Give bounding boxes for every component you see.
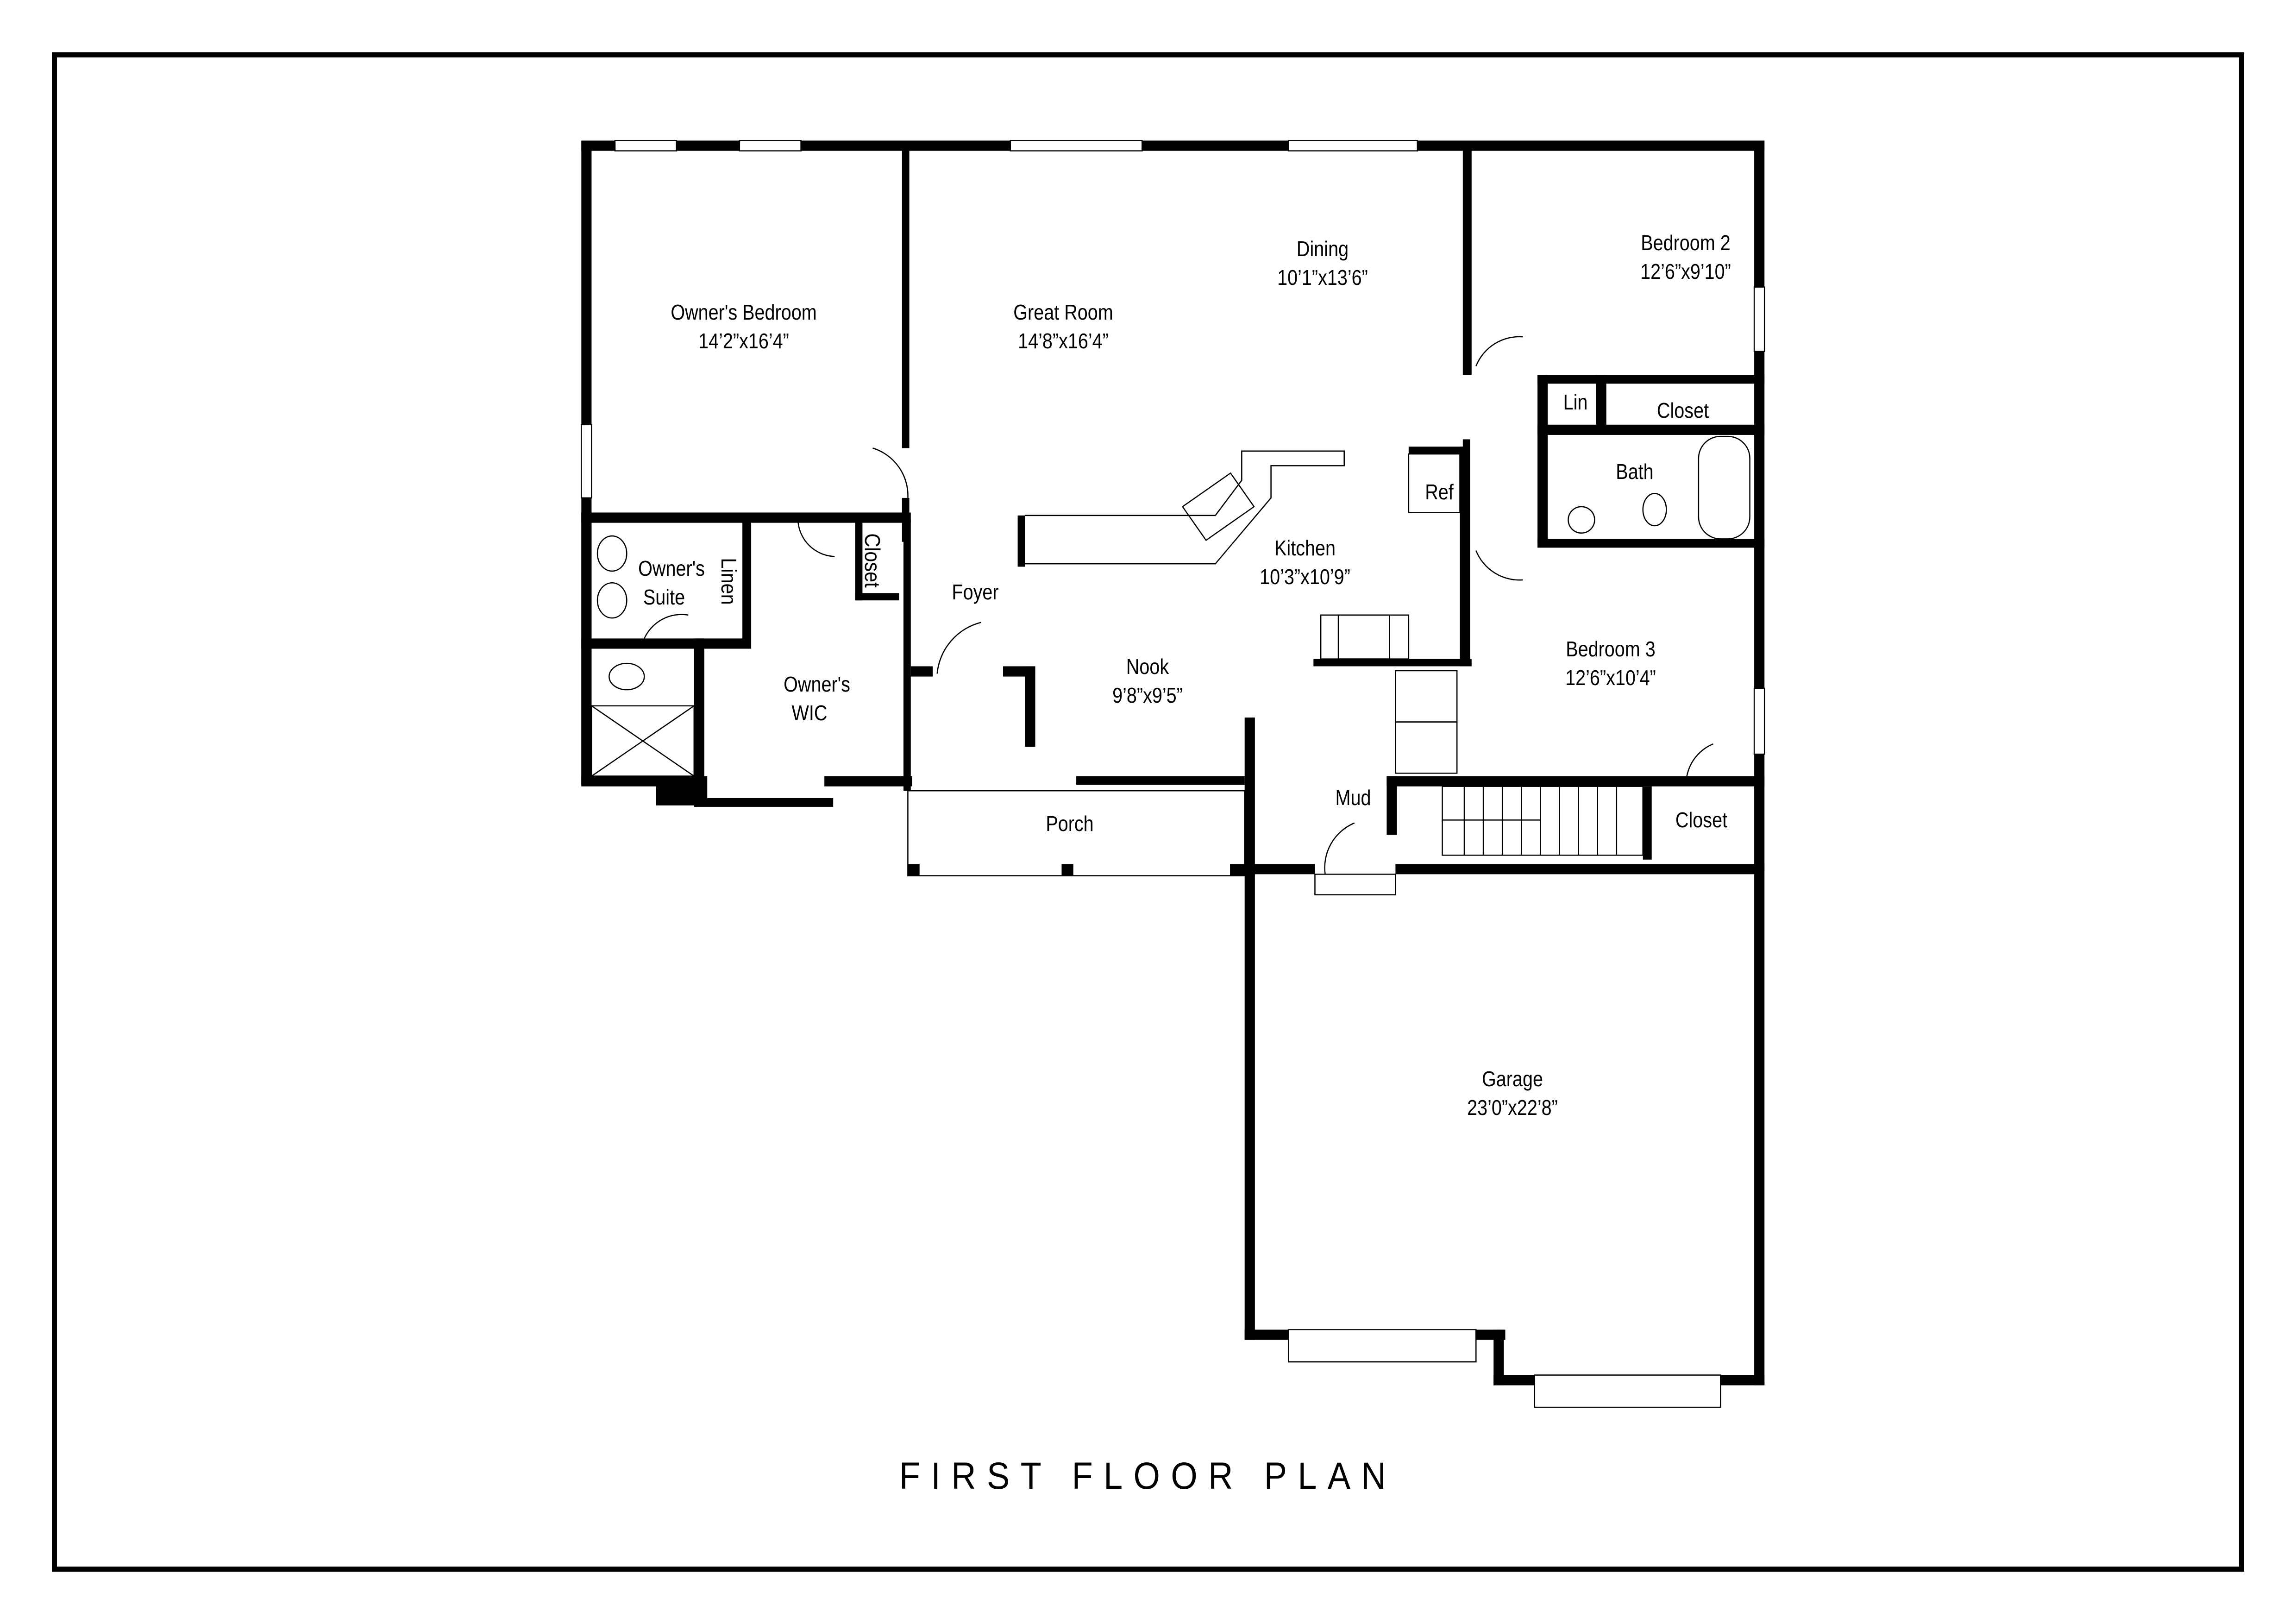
room-name: Porch (1046, 811, 1094, 836)
room-name: Bedroom 3 (1566, 636, 1656, 661)
room-dimensions: 10’3”x10’9” (1260, 565, 1350, 589)
room-dimensions: 14’2”x16’4” (698, 329, 789, 353)
plan-title: FIRST FLOOR PLAN (899, 1455, 1397, 1497)
room-nook: Nook 9’8”x9’5” (1112, 652, 1183, 710)
fixtures-and-openings (581, 140, 1765, 1408)
room-foyer: Foyer (952, 578, 998, 606)
room-name: Closet (1656, 398, 1709, 422)
room-name: Kitchen (1274, 535, 1336, 560)
room-name: Nook (1126, 654, 1169, 679)
room-name: Foyer (952, 579, 999, 604)
room-name: Linen (717, 558, 741, 605)
room-bedroom-3: Bedroom 3 12’6”x10’4” (1565, 635, 1656, 692)
room-closet-foyer: Closet (858, 533, 887, 587)
room-name: Owner's Bedroom (671, 300, 817, 324)
room-dimensions: 23’0”x22’8” (1467, 1095, 1558, 1120)
room-closet-bed2: Closet (1657, 396, 1709, 425)
room-porch: Porch (1046, 809, 1093, 838)
room-name: Bedroom 2 (1641, 230, 1731, 255)
room-name: Garage (1482, 1066, 1543, 1091)
room-dimensions: 14’8”x16’4” (1018, 329, 1109, 353)
room-name: Owner's WIC (784, 672, 850, 725)
room-kitchen: Kitchen 10’3”x10’9” (1260, 534, 1350, 591)
room-garage: Garage 23’0”x22’8” (1467, 1064, 1558, 1122)
room-linen: Linen (715, 558, 743, 604)
room-owners-wic: Owner's WIC (784, 670, 850, 727)
room-dimensions: 10’1”x13’6” (1277, 265, 1368, 290)
room-ref: Ref (1425, 478, 1454, 506)
room-closet-bed3: Closet (1675, 806, 1727, 834)
room-lin: Lin (1563, 388, 1588, 416)
room-name: Closet (860, 533, 885, 588)
room-owners-suite: Owner's Suite (638, 554, 705, 611)
room-name: Lin (1563, 390, 1588, 414)
room-dining: Dining 10’1”x13’6” (1277, 234, 1368, 292)
room-dimensions: 12’6”x9’10” (1640, 259, 1731, 283)
room-name: Mud (1335, 785, 1371, 810)
room-dimensions: 9’8”x9’5” (1112, 683, 1183, 707)
room-mud: Mud (1336, 783, 1371, 812)
room-dimensions: 12’6”x10’4” (1565, 666, 1656, 690)
room-name: Owner's Suite (638, 556, 705, 609)
room-great-room: Great Room 14’8”x16’4” (1013, 298, 1113, 355)
walls (581, 140, 1765, 1385)
room-bath: Bath (1616, 457, 1653, 486)
page-border (52, 52, 2244, 1572)
room-name: Ref (1425, 479, 1454, 504)
room-name: Bath (1616, 459, 1654, 484)
room-name: Great Room (1013, 300, 1113, 324)
room-owners-bedroom: Owner's Bedroom 14’2”x16’4” (671, 298, 816, 355)
room-bedroom-2: Bedroom 2 12’6”x9’10” (1640, 228, 1731, 286)
room-name: Closet (1675, 807, 1728, 832)
room-name: Dining (1296, 236, 1349, 261)
